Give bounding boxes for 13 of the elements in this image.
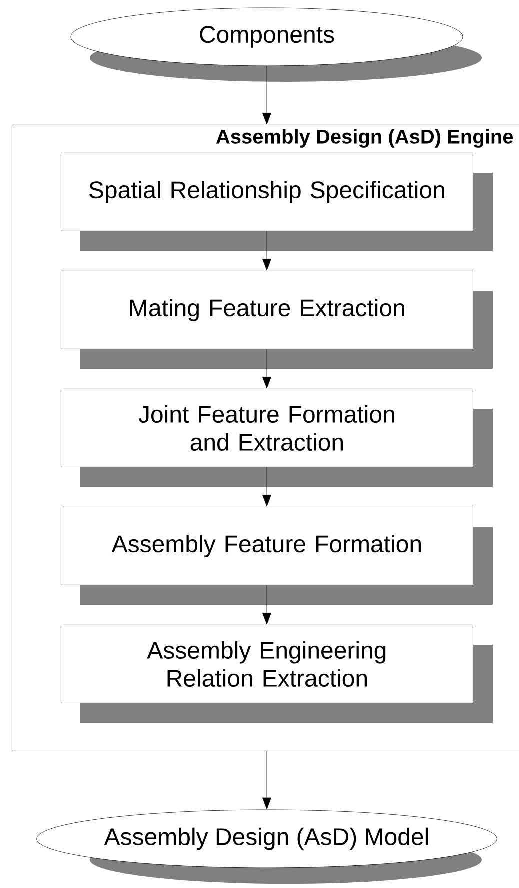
frame-heading: Assembly Design (AsD) Engine bbox=[216, 129, 514, 148]
process-box: Mating Feature Extraction bbox=[61, 271, 493, 369]
arrow bbox=[262, 467, 272, 507]
arrow bbox=[262, 349, 272, 389]
process-box: Assembly Feature Formation bbox=[61, 507, 493, 605]
arrow bbox=[262, 66, 272, 125]
arrow bbox=[262, 585, 272, 625]
process-box: Joint Feature Formation and Extraction bbox=[61, 389, 493, 487]
arrow bbox=[262, 231, 272, 271]
arrow bbox=[262, 751, 272, 810]
process-box: Spatial Relationship Specification bbox=[61, 153, 493, 251]
engine-frame bbox=[12, 125, 519, 752]
process-box: Assembly Engineering Relation Extraction bbox=[61, 625, 493, 723]
